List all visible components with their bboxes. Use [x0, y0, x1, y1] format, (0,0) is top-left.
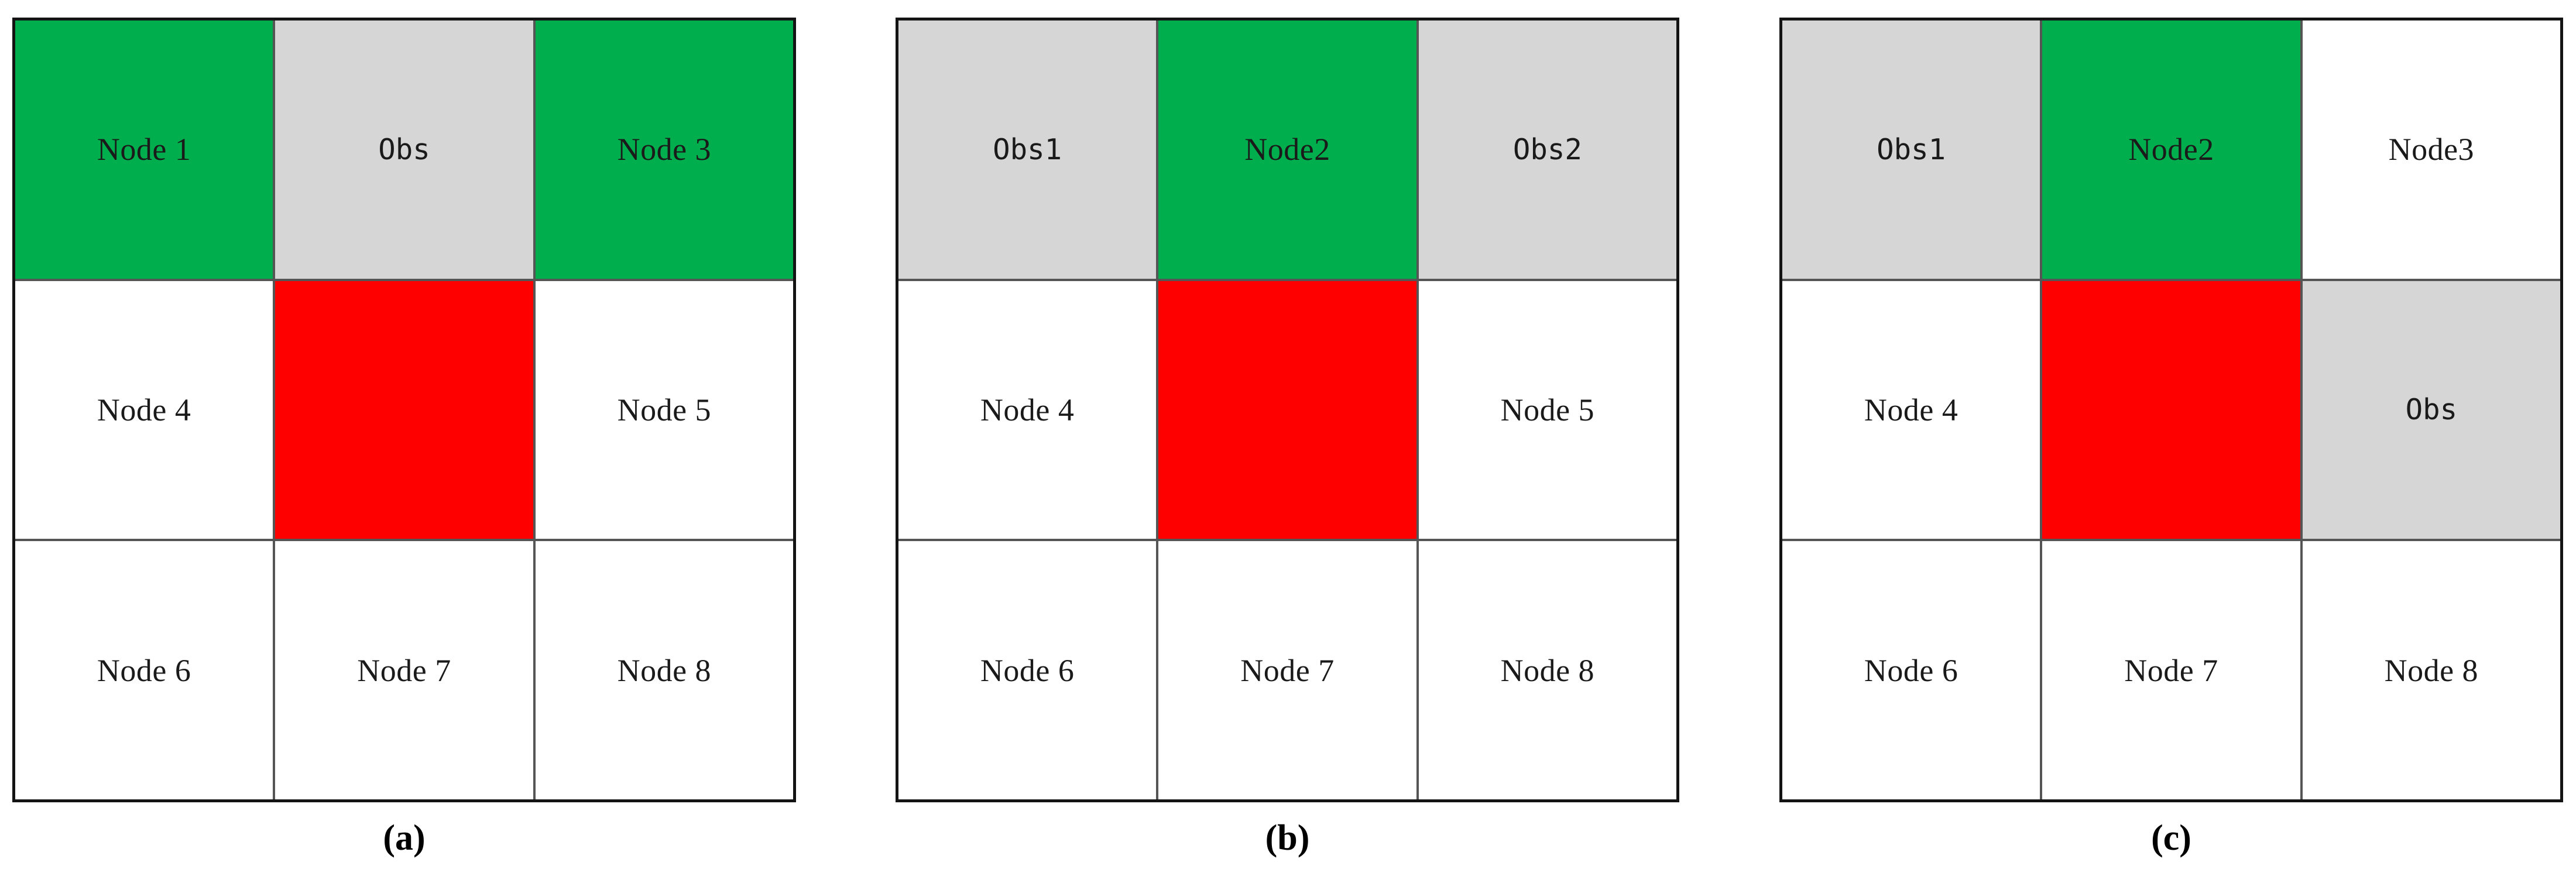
cell-label: Node 8	[1500, 652, 1595, 688]
grid-cell[interactable]: Obs	[275, 20, 533, 279]
grid-cell[interactable]: Obs1	[898, 20, 1157, 279]
grid-c: Obs1 Node2 Node3 Node 4 Obs Node 6 Node …	[1779, 18, 2563, 802]
cell-label: Obs	[2405, 393, 2458, 427]
cell-label: Obs1	[1877, 132, 1946, 166]
panel-caption-c: (c)	[2151, 818, 2191, 858]
cell-label: Node 8	[617, 652, 712, 688]
panel-c: Obs1 Node2 Node3 Node 4 Obs Node 6 Node …	[1719, 0, 2576, 896]
cell-label: Node 7	[357, 652, 451, 688]
grid-cell[interactable]: Node 3	[535, 20, 793, 279]
grid-b: Obs1 Node2 Obs2 Node 4 Node 5 Node 6 Nod…	[896, 18, 1679, 802]
cell-label: Node 4	[1864, 392, 1958, 428]
grid-cell[interactable]: Obs	[2302, 281, 2560, 539]
grid-cell[interactable]: Node 6	[15, 541, 273, 799]
cell-label: Node 8	[2384, 652, 2479, 688]
cell-label: Node 7	[2124, 652, 2218, 688]
panel-b: Obs1 Node2 Obs2 Node 4 Node 5 Node 6 Nod…	[858, 0, 1719, 896]
cell-label: Obs1	[993, 132, 1062, 166]
grid-cell[interactable]: Node 6	[1782, 541, 2040, 799]
grid-cell[interactable]: Node 4	[15, 281, 273, 539]
grid-cell[interactable]: Node 4	[1782, 281, 2040, 539]
grid-a: Node 1 Obs Node 3 Node 4 Node 5 Node 6 N…	[12, 18, 796, 802]
grid-cell-goal[interactable]	[1158, 281, 1416, 539]
cell-label: Node 6	[1864, 652, 1958, 688]
cell-label: Obs	[378, 132, 430, 166]
cell-label: Node 6	[980, 652, 1075, 688]
cell-label: Node 4	[980, 392, 1075, 428]
grid-cell-goal[interactable]	[275, 281, 533, 539]
grid-cell[interactable]: Node 8	[535, 541, 793, 799]
cell-label: Node 5	[1500, 392, 1595, 428]
cell-label: Node 1	[97, 132, 191, 167]
grid-cell[interactable]: Obs2	[1418, 20, 1676, 279]
cell-label: Node 7	[1240, 652, 1335, 688]
panel-caption-a: (a)	[383, 818, 426, 858]
cell-label: Node 3	[617, 132, 712, 167]
panel-caption-b: (b)	[1265, 818, 1310, 858]
grid-cell[interactable]: Node 6	[898, 541, 1157, 799]
grid-cell[interactable]: Node 1	[15, 20, 273, 279]
grid-cell[interactable]: Node3	[2302, 20, 2560, 279]
cell-label: Node 5	[617, 392, 712, 428]
grid-cell[interactable]: Node 7	[2042, 541, 2300, 799]
grid-cell-goal[interactable]	[2042, 281, 2300, 539]
grid-cell[interactable]: Obs1	[1782, 20, 2040, 279]
grid-cell[interactable]: Node 8	[1418, 541, 1676, 799]
panel-a: Node 1 Obs Node 3 Node 4 Node 5 Node 6 N…	[0, 0, 858, 896]
grid-cell[interactable]: Node2	[1158, 20, 1416, 279]
cell-label: Node2	[1244, 132, 1330, 167]
cell-label: Obs2	[1512, 132, 1582, 166]
cell-label: Node2	[2128, 132, 2214, 167]
cell-label: Node 6	[97, 652, 191, 688]
cell-label: Node3	[2388, 132, 2475, 167]
grid-cell[interactable]: Node2	[2042, 20, 2300, 279]
grid-cell[interactable]: Node 5	[1418, 281, 1676, 539]
grid-cell[interactable]: Node 7	[1158, 541, 1416, 799]
grid-cell[interactable]: Node 4	[898, 281, 1157, 539]
grid-cell[interactable]: Node 5	[535, 281, 793, 539]
grid-cell[interactable]: Node 8	[2302, 541, 2560, 799]
cell-label: Node 4	[97, 392, 191, 428]
grid-cell[interactable]: Node 7	[275, 541, 533, 799]
